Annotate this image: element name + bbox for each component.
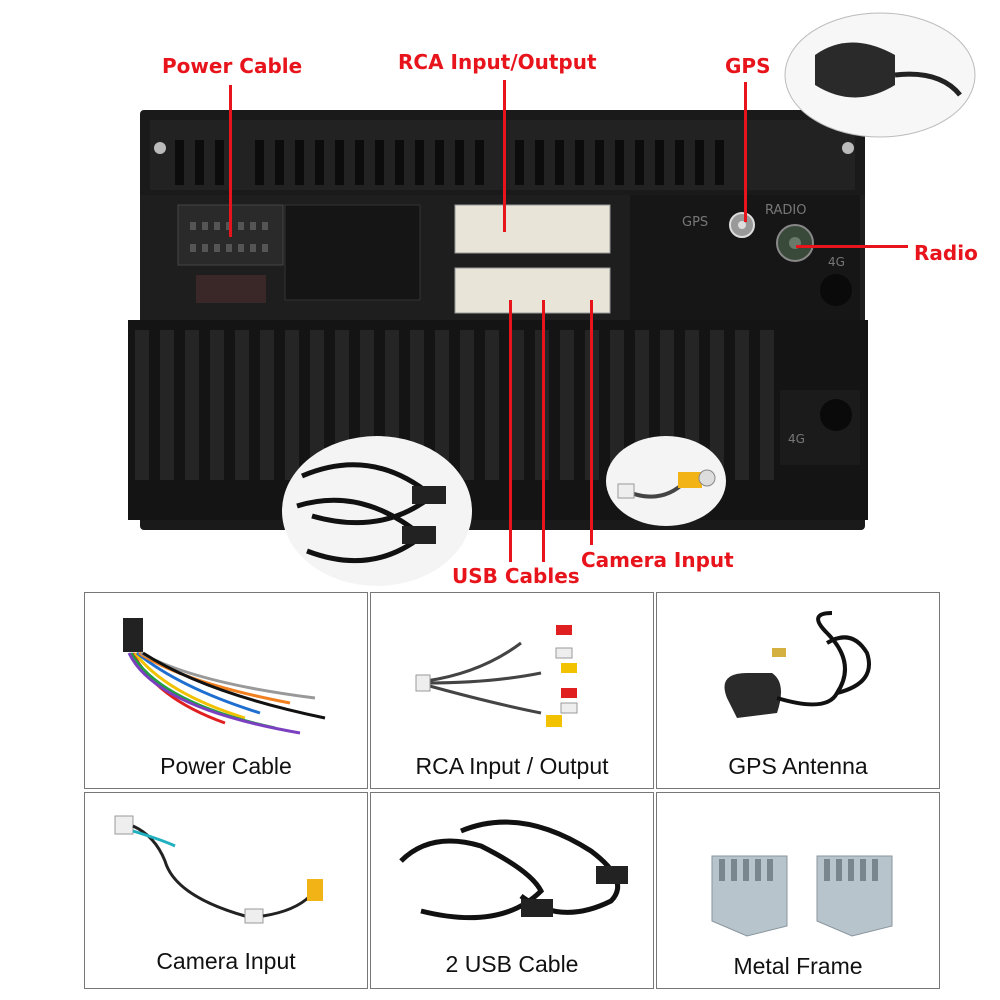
accessory-label-gps-antenna: GPS Antenna: [728, 753, 868, 779]
callout-line-power: [229, 85, 232, 237]
accessory-cell-metal-frame: Metal Frame: [656, 792, 940, 989]
accessory-cell-rca: RCA Input / Output: [370, 592, 654, 789]
accessory-label-power-cable: Power Cable: [160, 753, 292, 779]
panel-label-radio: RADIO: [765, 203, 807, 218]
accessory-label-usb-cable: 2 USB Cable: [445, 951, 579, 977]
callout-camera-input: Camera Input: [581, 548, 734, 572]
callout-line-rca: [503, 80, 506, 232]
callout-line-gps: [744, 82, 747, 222]
accessory-cell-usb-cable: 2 USB Cable: [370, 792, 654, 989]
rca-cable-image: [415, 625, 578, 727]
accessory-cell-camera-input: Camera Input: [84, 792, 368, 989]
panel-label-4g-top: 4G: [828, 255, 845, 269]
callout-radio: Radio: [914, 241, 978, 265]
camera-cable-inset: [606, 436, 726, 526]
callout-usb-cables: USB Cables: [452, 564, 580, 588]
camera-input-image: [114, 815, 323, 924]
usb-cable-inset: [282, 436, 472, 586]
callout-line-camera: [590, 300, 593, 545]
accessory-cell-gps-antenna: GPS Antenna: [656, 592, 940, 789]
callout-line-radio: [796, 245, 908, 248]
accessory-label-metal-frame: Metal Frame: [733, 953, 863, 979]
panel-label-4g-bottom: 4G: [788, 432, 805, 446]
callout-gps: GPS: [725, 54, 771, 78]
accessory-label-camera-input: Camera Input: [156, 948, 296, 974]
usb-cable-image: [399, 819, 628, 921]
panel-label-gps: GPS: [682, 215, 709, 230]
usb-cable-inset-illustration: [296, 462, 446, 564]
head-unit-rear-illustration: [128, 12, 976, 530]
callout-line-usb-2: [542, 300, 545, 562]
accessory-cell-power-cable: Power Cable: [84, 592, 368, 789]
callout-power-cable: Power Cable: [162, 54, 303, 78]
metal-frame-image: [711, 855, 893, 937]
power-cable-image: [123, 618, 326, 735]
gps-antenna-image: [724, 611, 871, 718]
callout-line-usb-1: [509, 300, 512, 562]
accessory-label-rca: RCA Input / Output: [415, 753, 609, 779]
callout-rca: RCA Input/Output: [398, 50, 597, 74]
camera-cable-inset-illustration: [617, 469, 716, 499]
